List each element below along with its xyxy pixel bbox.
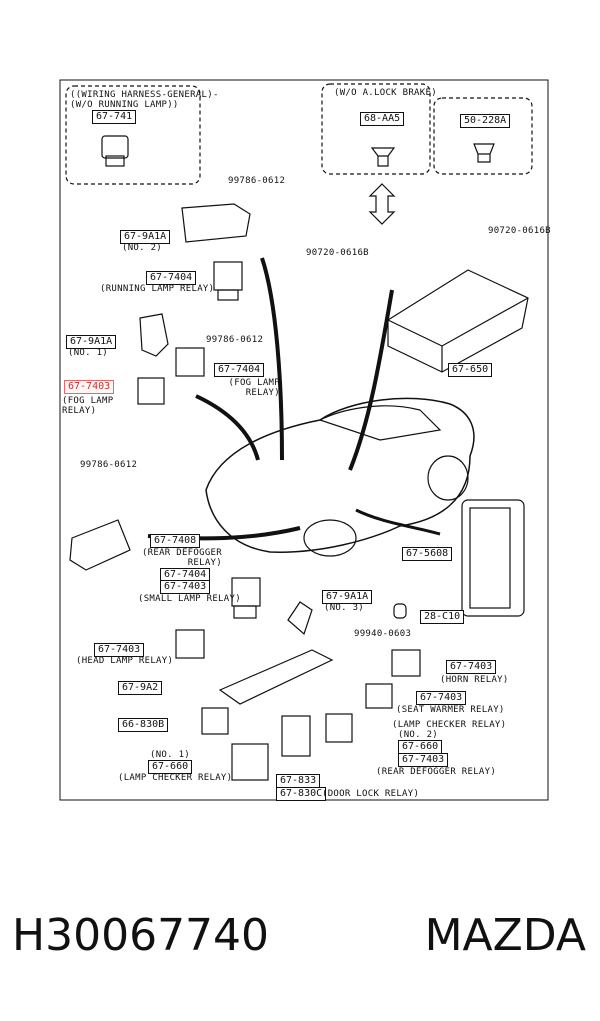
- fastener-6: 99940-0603: [354, 629, 412, 639]
- part-67-7404-running[interactable]: 67-7404: [146, 271, 197, 285]
- part-67-7404-fog[interactable]: 67-7404: [214, 363, 265, 377]
- note-no1: (NO. 1): [68, 348, 109, 358]
- part-67-650[interactable]: 67-650: [448, 363, 493, 377]
- note-head-lamp-relay: (HEAD LAMP RELAY): [76, 656, 174, 666]
- part-67-7403-rear[interactable]: 67-7403: [398, 753, 449, 767]
- note-running-lamp: (W/O RUNNING LAMP)): [70, 100, 179, 110]
- part-68-aa5[interactable]: 68-AA5: [360, 112, 405, 126]
- note-lamp-checker-relay-2: (LAMP CHECKER RELAY): [118, 773, 233, 783]
- part-67-9a1a-no3[interactable]: 67-9A1A: [322, 590, 373, 604]
- part-67-9a1a-no1[interactable]: 67-9A1A: [66, 335, 117, 349]
- note-no1-b: (NO. 1): [150, 750, 191, 760]
- part-67-7403-small[interactable]: 67-7403: [160, 580, 211, 594]
- note-lock-brake: (W/O A.LOCK BRAKE): [334, 88, 437, 98]
- part-67-660-no1[interactable]: 67-660: [148, 760, 193, 774]
- note-horn-relay: (HORN RELAY): [440, 675, 509, 685]
- fastener-3: 90720-0616B: [306, 248, 369, 258]
- note-wiring-harness: ((WIRING HARNESS-GENERAL)-: [70, 90, 219, 100]
- note-no2-b: (NO. 2): [398, 730, 439, 740]
- caption: H30067740 MAZDA: [0, 900, 600, 972]
- note-no3: (NO. 3): [324, 603, 365, 613]
- part-number: H30067740: [12, 910, 270, 961]
- note-door-lock-relay: (DOOR LOCK RELAY): [322, 789, 420, 799]
- fastener-5: 99786-0612: [80, 460, 138, 470]
- note-rear-defogger-relay-1: (REAR DEFOGGER RELAY): [141, 548, 222, 568]
- note-running-lamp-relay: (RUNNING LAMP RELAY): [100, 284, 215, 294]
- note-small-lamp-relay: (SMALL LAMP RELAY): [138, 594, 241, 604]
- part-67-7403-fog-highlighted[interactable]: 67-7403: [64, 380, 115, 394]
- fastener-2: 99786-0612: [206, 335, 264, 345]
- part-67-833[interactable]: 67-833: [276, 774, 321, 788]
- part-50-228a[interactable]: 50-228A: [460, 114, 511, 128]
- part-67-660-no2[interactable]: 67-660: [398, 740, 443, 754]
- part-67-7408[interactable]: 67-7408: [150, 534, 201, 548]
- part-67-5608[interactable]: 67-5608: [402, 547, 453, 561]
- part-67-7403-head[interactable]: 67-7403: [94, 643, 145, 657]
- note-fog-lamp-relay-1: (FOG LAMP RELAY): [228, 378, 280, 398]
- part-67-9a1a-no2[interactable]: 67-9A1A: [120, 230, 171, 244]
- part-67-7403-horn[interactable]: 67-7403: [446, 660, 497, 674]
- part-67-9a2[interactable]: 67-9A2: [118, 681, 163, 695]
- part-67-830c[interactable]: 67-830C: [276, 787, 327, 801]
- part-67-7403-seat[interactable]: 67-7403: [416, 691, 467, 705]
- note-fog-lamp-relay-2: (FOG LAMP RELAY): [62, 396, 114, 416]
- part-66-830b[interactable]: 66-830B: [118, 718, 169, 732]
- make-name: MAZDA: [424, 910, 586, 961]
- note-rear-defogger-relay-2: (REAR DEFOGGER RELAY): [376, 767, 497, 777]
- note-no2: (NO. 2): [122, 243, 163, 253]
- fastener-4: 90720-0616B: [488, 226, 551, 236]
- fastener-1: 99786-0612: [228, 176, 286, 186]
- note-seat-warmer-relay: (SEAT WARMER RELAY): [396, 705, 505, 715]
- part-28-c10[interactable]: 28-C10: [420, 610, 465, 624]
- note-lamp-checker-relay-1: (LAMP CHECKER RELAY): [392, 720, 507, 730]
- part-67-741[interactable]: 67-741: [92, 110, 137, 124]
